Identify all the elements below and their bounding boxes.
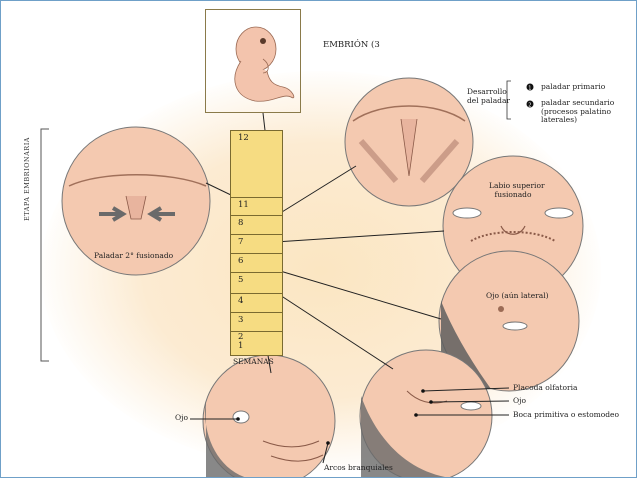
primary-bullet bbox=[526, 83, 534, 91]
eye-left-label: Ojo bbox=[175, 413, 188, 422]
lateral-eye-label: Ojo (aún lateral) bbox=[486, 291, 549, 300]
embryo-box bbox=[205, 9, 301, 113]
week-2: 2 bbox=[231, 331, 282, 342]
week-7: 7 bbox=[231, 234, 282, 247]
stage-label: ETAPA EMBRIONARIA bbox=[23, 137, 31, 221]
weeks-scale: 12 11 8 7 6 5 4 3 2 1 bbox=[230, 130, 283, 356]
secondary-palate-illustration bbox=[61, 126, 211, 276]
svg-text:2: 2 bbox=[528, 103, 531, 109]
primary-palate-illustration bbox=[344, 77, 474, 207]
secondary-palate-line3: laterales) bbox=[541, 115, 577, 125]
embryo-label: EMBRIÓN (3 bbox=[323, 40, 380, 50]
week-4: 4 bbox=[231, 293, 282, 306]
week-8: 8 bbox=[231, 215, 282, 228]
embryo-figure bbox=[234, 26, 295, 102]
svg-text:1: 1 bbox=[528, 86, 531, 92]
eye-right-label: Ojo bbox=[513, 396, 526, 405]
secondary-bullet bbox=[526, 100, 534, 108]
secondary-palate-label: paladar secundario (procesos palatino la… bbox=[541, 98, 615, 125]
primary-palate-label: paladar primario bbox=[541, 82, 606, 91]
week-3: 3 bbox=[231, 312, 282, 325]
week-6: 6 bbox=[231, 253, 282, 266]
arches-label: Arcos branquiales bbox=[324, 463, 393, 472]
upper-lip-line1: Labio superior bbox=[489, 181, 545, 190]
branchial-arches-illustration bbox=[202, 354, 336, 477]
secondary-palate-line1: paladar secundario bbox=[541, 98, 615, 107]
weeks-label: SEMANAS bbox=[233, 357, 274, 366]
upper-lip-label: Labio superior fusionado bbox=[489, 181, 545, 199]
face-olfactory-illustration bbox=[359, 349, 493, 477]
palate-2-label: Paladar 2° fusionado bbox=[94, 251, 174, 260]
stage-bracket bbox=[40, 128, 49, 362]
upper-lip-line2: fusionado bbox=[494, 189, 532, 199]
development-heading: Desarrollo del paladar bbox=[467, 87, 511, 105]
development-heading-line2: del paladar bbox=[467, 95, 511, 105]
week-11: 11 bbox=[231, 197, 282, 210]
week-5: 5 bbox=[231, 272, 282, 285]
secondary-palate-line2: (procesos palatino bbox=[541, 106, 611, 116]
olfactory-label: Placoda olfatoria bbox=[513, 383, 578, 392]
development-heading-line1: Desarrollo bbox=[467, 87, 507, 96]
mouth-label: Boca primitiva o estomodeo bbox=[513, 410, 619, 419]
